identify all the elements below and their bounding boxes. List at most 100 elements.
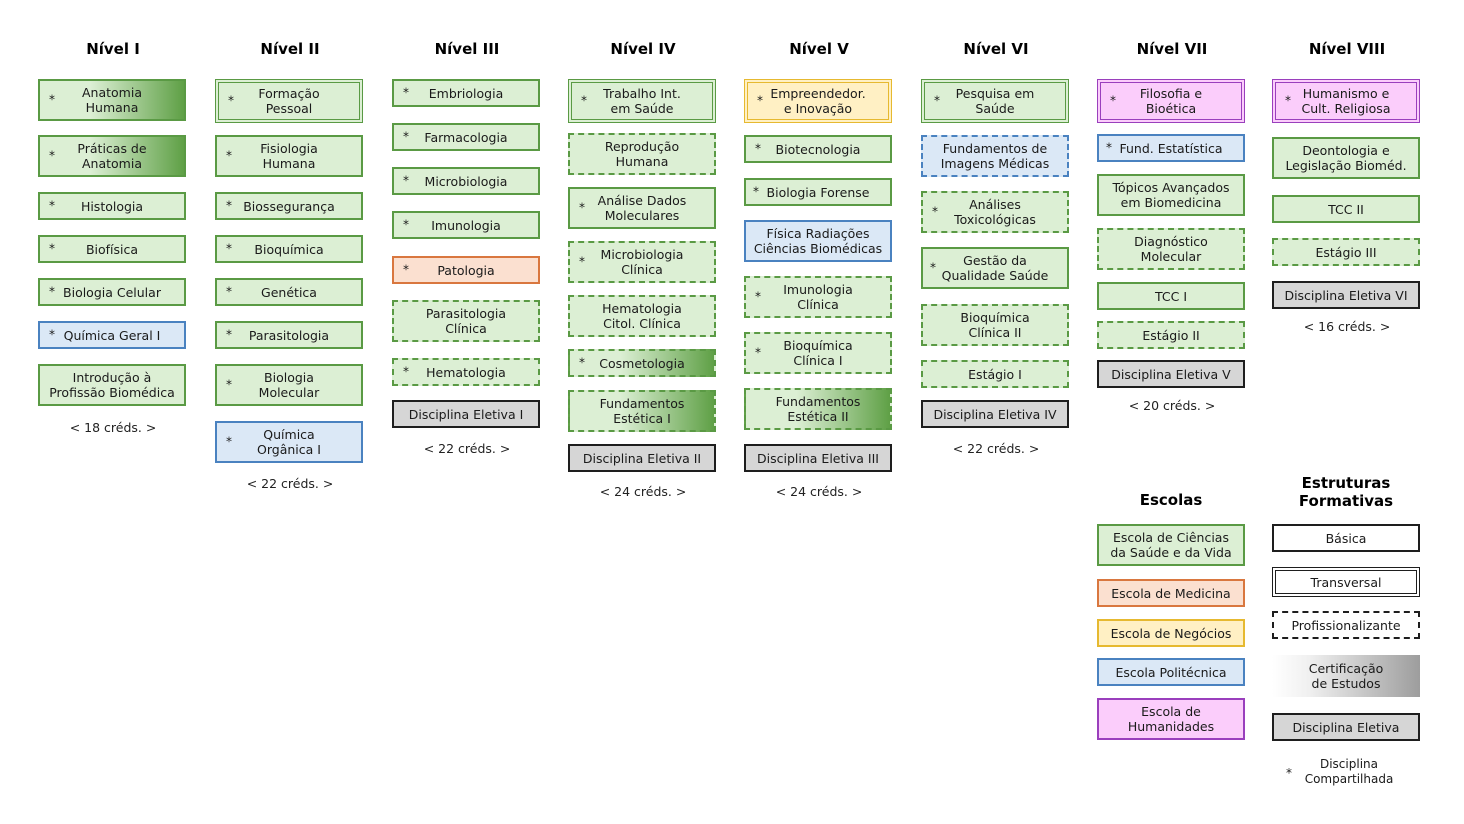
course-disciplina-eletiva-v[interactable]: Disciplina Eletiva V	[1097, 360, 1245, 388]
course-label: Biotecnologia	[775, 141, 861, 157]
course-label: Química Orgânica I	[257, 427, 321, 457]
course-label: Disciplina Eletiva II	[582, 450, 702, 466]
course-label: Biologia Molecular	[258, 370, 320, 400]
course-label: Gestão da Qualidade Saúde	[941, 253, 1049, 283]
course-bioquimica-clinica-ii[interactable]: Bioquímica Clínica II	[921, 304, 1069, 346]
course-estagio-ii[interactable]: Estágio II	[1097, 321, 1245, 349]
course-label: Genética	[261, 284, 317, 300]
shared-marker: *	[930, 260, 936, 275]
course-deontologia-legislacao[interactable]: Deontologia e Legislação Bioméd.	[1272, 137, 1420, 179]
legend-label: Escola de Negócios	[1110, 625, 1232, 641]
course-tcc-i[interactable]: TCC I	[1097, 282, 1245, 310]
course-biofisica[interactable]: *Biofísica	[38, 235, 186, 263]
course-analises-toxicologicas[interactable]: *Análises Toxicológicas	[921, 191, 1069, 233]
course-histologia[interactable]: *Histologia	[38, 192, 186, 220]
course-quimica-organica-i[interactable]: *Química Orgânica I	[215, 421, 363, 463]
legend-label: Escola Politécnica	[1115, 664, 1227, 680]
course-quimica-geral-i[interactable]: *Química Geral I	[38, 321, 186, 349]
shared-marker: *	[403, 364, 409, 379]
course-analise-dados-moleculares[interactable]: *Análise Dados Moleculares	[568, 187, 716, 229]
course-biologia-molecular[interactable]: *Biologia Molecular	[215, 364, 363, 406]
shared-marker: *	[49, 92, 55, 107]
credits-label: < 16 créds. >	[1303, 319, 1391, 334]
course-biologia-celular[interactable]: *Biologia Celular	[38, 278, 186, 306]
course-fisiologia-humana[interactable]: *Fisiologia Humana	[215, 135, 363, 177]
course-bioquimica-clinica-i[interactable]: *Bioquímica Clínica I	[744, 332, 892, 374]
course-hematologia[interactable]: *Hematologia	[392, 358, 540, 386]
shared-marker: *	[226, 198, 232, 213]
course-estagio-i[interactable]: Estágio I	[921, 360, 1069, 388]
course-disciplina-eletiva-iv[interactable]: Disciplina Eletiva IV	[921, 400, 1069, 428]
credits-label: < 22 créds. >	[952, 441, 1040, 456]
course-tcc-ii[interactable]: TCC II	[1272, 195, 1420, 223]
course-pesquisa-em-saude[interactable]: *Pesquisa em Saúde	[921, 79, 1069, 123]
course-imunologia[interactable]: *Imunologia	[392, 211, 540, 239]
course-label: Anatomia Humana	[82, 85, 142, 115]
legend-label: Escola de Medicina	[1111, 585, 1231, 601]
course-parasitologia[interactable]: *Parasitologia	[215, 321, 363, 349]
course-embriologia[interactable]: *Embriologia	[392, 79, 540, 107]
legend-label: Escola de Ciências da Saúde e da Vida	[1110, 530, 1232, 560]
course-gestao-qualidade-saude[interactable]: * Gestão da Qualidade Saúde	[921, 247, 1069, 289]
course-parasitologia-clinica[interactable]: Parasitologia Clínica	[392, 300, 540, 342]
course-imunologia-clinica[interactable]: *Imunologia Clínica	[744, 276, 892, 318]
course-biosseguranca[interactable]: *Biossegurança	[215, 192, 363, 220]
course-empreendedor-inovacao[interactable]: *Empreendedor. e Inovação	[744, 79, 892, 123]
course-disciplina-eletiva-iii[interactable]: Disciplina Eletiva III	[744, 444, 892, 472]
course-microbiologia-clinica[interactable]: *Microbiologia Clínica	[568, 241, 716, 283]
course-topicos-avancados[interactable]: Tópicos Avançados em Biomedicina	[1097, 174, 1245, 216]
course-label: Filosofia e Bioética	[1139, 86, 1203, 116]
schools-legend-title: Escolas	[1139, 491, 1203, 509]
shared-marker: *	[403, 217, 409, 232]
course-fundamentos-estetica-ii[interactable]: Fundamentos Estética II	[744, 388, 892, 430]
legend-label: Certificação de Estudos	[1308, 661, 1384, 691]
course-disciplina-eletiva-vi[interactable]: Disciplina Eletiva VI	[1272, 281, 1420, 309]
shared-marker: *	[932, 204, 938, 219]
course-label: Biologia Celular	[63, 284, 161, 300]
legend-disciplina-eletiva: Disciplina Eletiva	[1272, 713, 1420, 741]
level-1-column: Nível I *Anatomia Humana *Práticas de An…	[38, 0, 188, 824]
course-bioquimica[interactable]: *Bioquímica	[215, 235, 363, 263]
course-genetica[interactable]: *Genética	[215, 278, 363, 306]
course-humanismo-cult-religiosa[interactable]: *Humanismo e Cult. Religiosa	[1272, 79, 1420, 123]
credits-label: < 20 créds. >	[1128, 398, 1216, 413]
shared-marker: *	[49, 198, 55, 213]
course-patologia[interactable]: *Patologia	[392, 256, 540, 284]
course-reproducao-humana[interactable]: Reprodução Humana	[568, 133, 716, 175]
course-farmacologia[interactable]: *Farmacologia	[392, 123, 540, 151]
course-diagnostico-molecular[interactable]: Diagnóstico Molecular	[1097, 228, 1245, 270]
course-label: Análise Dados Moleculares	[597, 193, 687, 223]
course-fisica-radiacoes[interactable]: Física Radiações Ciências Biomédicas	[744, 220, 892, 262]
course-disciplina-eletiva-i[interactable]: Disciplina Eletiva I	[392, 400, 540, 428]
shared-marker: *	[755, 141, 761, 156]
course-introducao-profissao[interactable]: Introdução à Profissão Biomédica	[38, 364, 186, 406]
course-label: Diagnóstico Molecular	[1134, 234, 1208, 264]
course-fund-estatistica[interactable]: *Fund. Estatística	[1097, 134, 1245, 162]
course-fundamentos-imagens-medicas[interactable]: Fundamentos de Imagens Médicas	[921, 135, 1069, 177]
course-label: Embriologia	[428, 85, 504, 101]
course-microbiologia[interactable]: *Microbiologia	[392, 167, 540, 195]
course-estagio-iii[interactable]: Estágio III	[1272, 238, 1420, 266]
course-label: Disciplina Eletiva III	[757, 450, 879, 466]
course-biotecnologia[interactable]: * Biotecnologia	[744, 135, 892, 163]
course-label: Fundamentos Estética II	[775, 394, 861, 424]
course-filosofia-bioetica[interactable]: *Filosofia e Bioética	[1097, 79, 1245, 123]
course-trabalho-int-saude[interactable]: *Trabalho Int. em Saúde	[568, 79, 716, 123]
course-hematologia-citol-clinica[interactable]: Hematologia Citol. Clínica	[568, 295, 716, 337]
shared-marker: *	[49, 327, 55, 342]
course-praticas-de-anatomia[interactable]: *Práticas de Anatomia	[38, 135, 186, 177]
shared-marker: *	[755, 289, 761, 304]
level-title: Nível IV	[610, 40, 676, 58]
course-cosmetologia[interactable]: *Cosmetologia	[568, 349, 716, 377]
course-formacao-pessoal[interactable]: *Formação Pessoal	[215, 79, 363, 123]
course-label: Deontologia e Legislação Bioméd.	[1285, 143, 1407, 173]
course-fundamentos-estetica-i[interactable]: Fundamentos Estética I	[568, 390, 716, 432]
course-label: Microbiologia	[424, 173, 508, 189]
legend-label: Básica	[1325, 530, 1367, 546]
shared-marker: *	[581, 93, 587, 108]
course-disciplina-eletiva-ii[interactable]: Disciplina Eletiva II	[568, 444, 716, 472]
course-biologia-forense[interactable]: *Biologia Forense	[744, 178, 892, 206]
level-title: Nível VI	[963, 40, 1029, 58]
credits-label: < 24 créds. >	[599, 484, 687, 499]
course-anatomia-humana[interactable]: * Anatomia Humana	[38, 79, 186, 121]
